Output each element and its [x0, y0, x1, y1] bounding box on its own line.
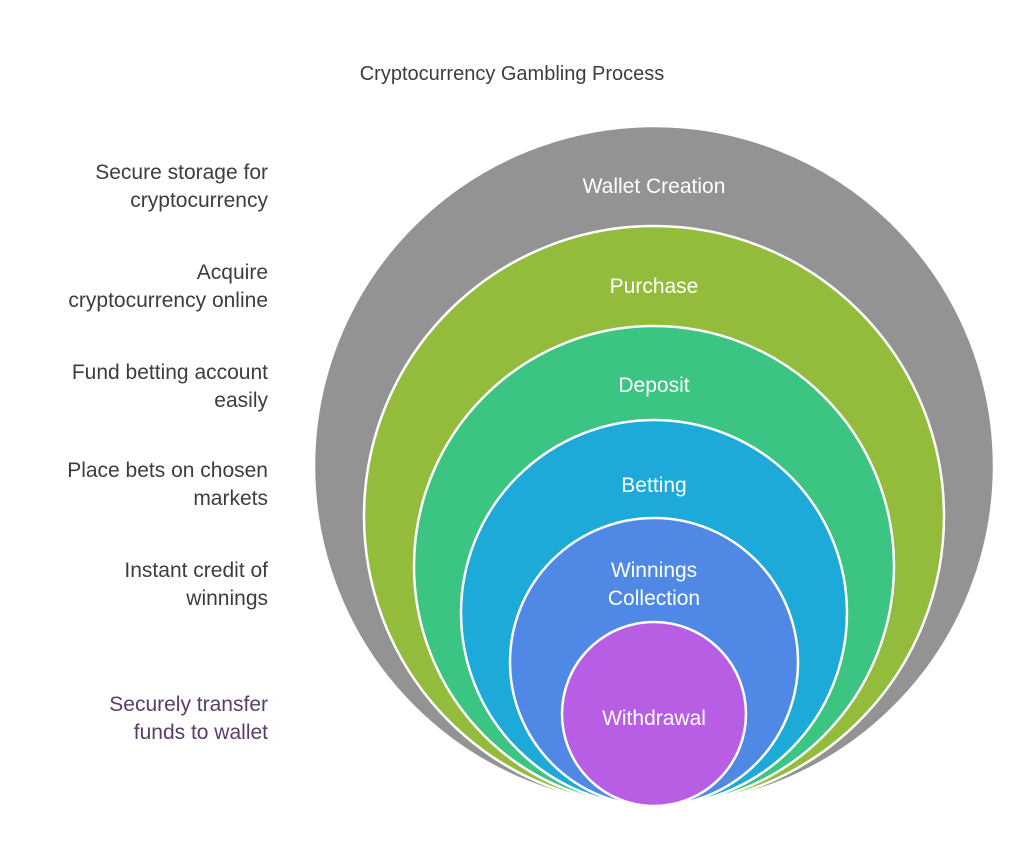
stage-labels: Wallet CreationPurchaseDepositBettingWin…	[583, 175, 726, 730]
stage-label-2: Purchase	[610, 275, 699, 298]
stage-label-4: Betting	[621, 474, 686, 497]
nested-stage-circles	[312, 124, 996, 808]
stage-label-6: Withdrawal	[602, 707, 706, 730]
stage-label-1: Wallet Creation	[583, 175, 726, 198]
stage-circle-6	[560, 620, 748, 808]
stage-label-3: Deposit	[618, 374, 689, 397]
diagram-title: Cryptocurrency Gambling Process	[360, 63, 665, 85]
